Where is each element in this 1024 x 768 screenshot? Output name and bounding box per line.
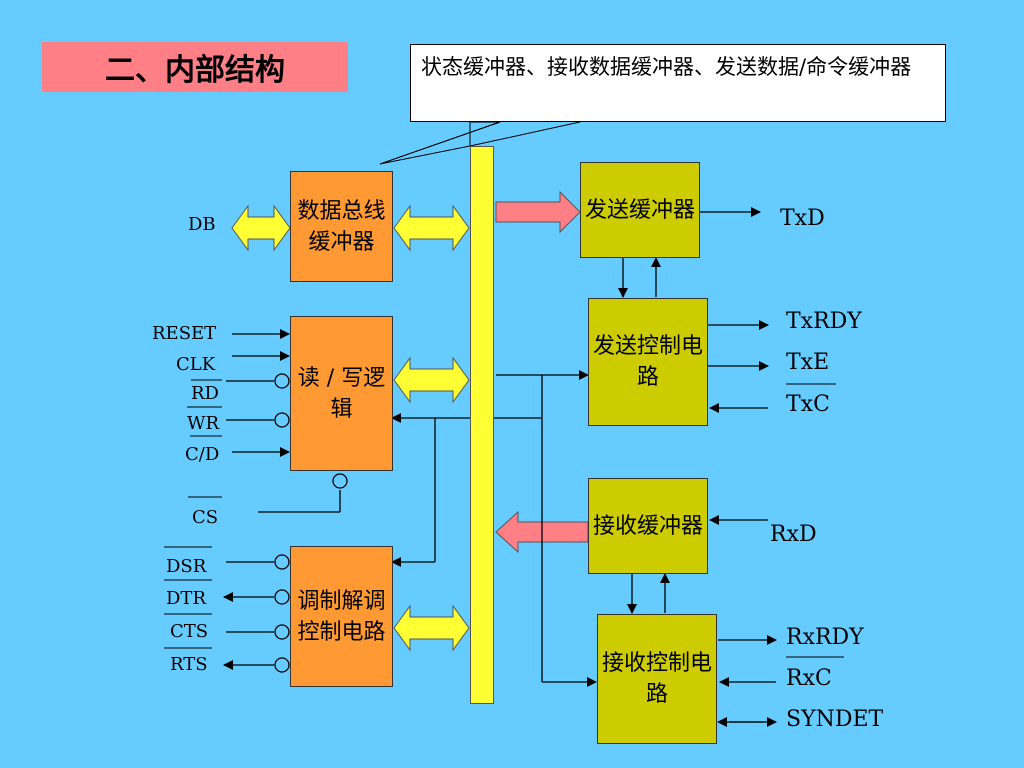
signal-syndet: SYNDET — [786, 707, 884, 732]
modem-control-block: 调制解调控制电路 — [290, 546, 393, 687]
signal-txrdy: TxRDY — [786, 309, 862, 334]
db-double-arrow — [231, 204, 291, 252]
signal-db: DB — [188, 214, 216, 235]
signal-rxc: RxC — [786, 666, 832, 691]
signal-rd: RD — [191, 383, 219, 404]
callout-note: 状态缓冲器、接收数据缓冲器、发送数据/命令缓冲器 — [410, 44, 946, 122]
signal-cs: CS — [192, 507, 219, 528]
receive-control-block: 接收控制电路 — [597, 614, 717, 744]
signal-clk: CLK — [176, 354, 216, 375]
signal-dtr: DTR — [166, 588, 206, 609]
signal-rxrdy: RxRDY — [786, 625, 864, 650]
bus-to-txbuf-arrow — [495, 190, 581, 234]
signal-txc: TxC — [786, 392, 830, 417]
signal-cd: C/D — [185, 444, 220, 465]
signal-txd: TxD — [780, 206, 825, 231]
signal-cts: CTS — [170, 621, 209, 642]
signal-dsr: DSR — [166, 556, 207, 577]
page-title: 二、内部结构 — [42, 42, 348, 92]
signal-rts: RTS — [170, 654, 208, 675]
bus-modem-double-arrow — [393, 604, 470, 652]
data-bus-buffer-block: 数据总线缓冲器 — [290, 171, 393, 282]
receive-buffer-block: 接收缓冲器 — [588, 478, 708, 574]
bus-dbb-double-arrow — [393, 204, 470, 252]
read-write-logic-block: 读 / 写逻辑 — [290, 316, 393, 471]
transmit-control-block: 发送控制电路 — [588, 298, 708, 426]
internal-data-bus — [470, 146, 494, 704]
signal-wr: WR — [187, 413, 220, 434]
signal-txe: TxE — [786, 350, 830, 375]
bus-rw-double-arrow — [393, 356, 470, 404]
signal-rxd: RxD — [770, 522, 817, 547]
signal-reset: RESET — [152, 323, 217, 344]
transmit-buffer-block: 发送缓冲器 — [580, 162, 700, 258]
